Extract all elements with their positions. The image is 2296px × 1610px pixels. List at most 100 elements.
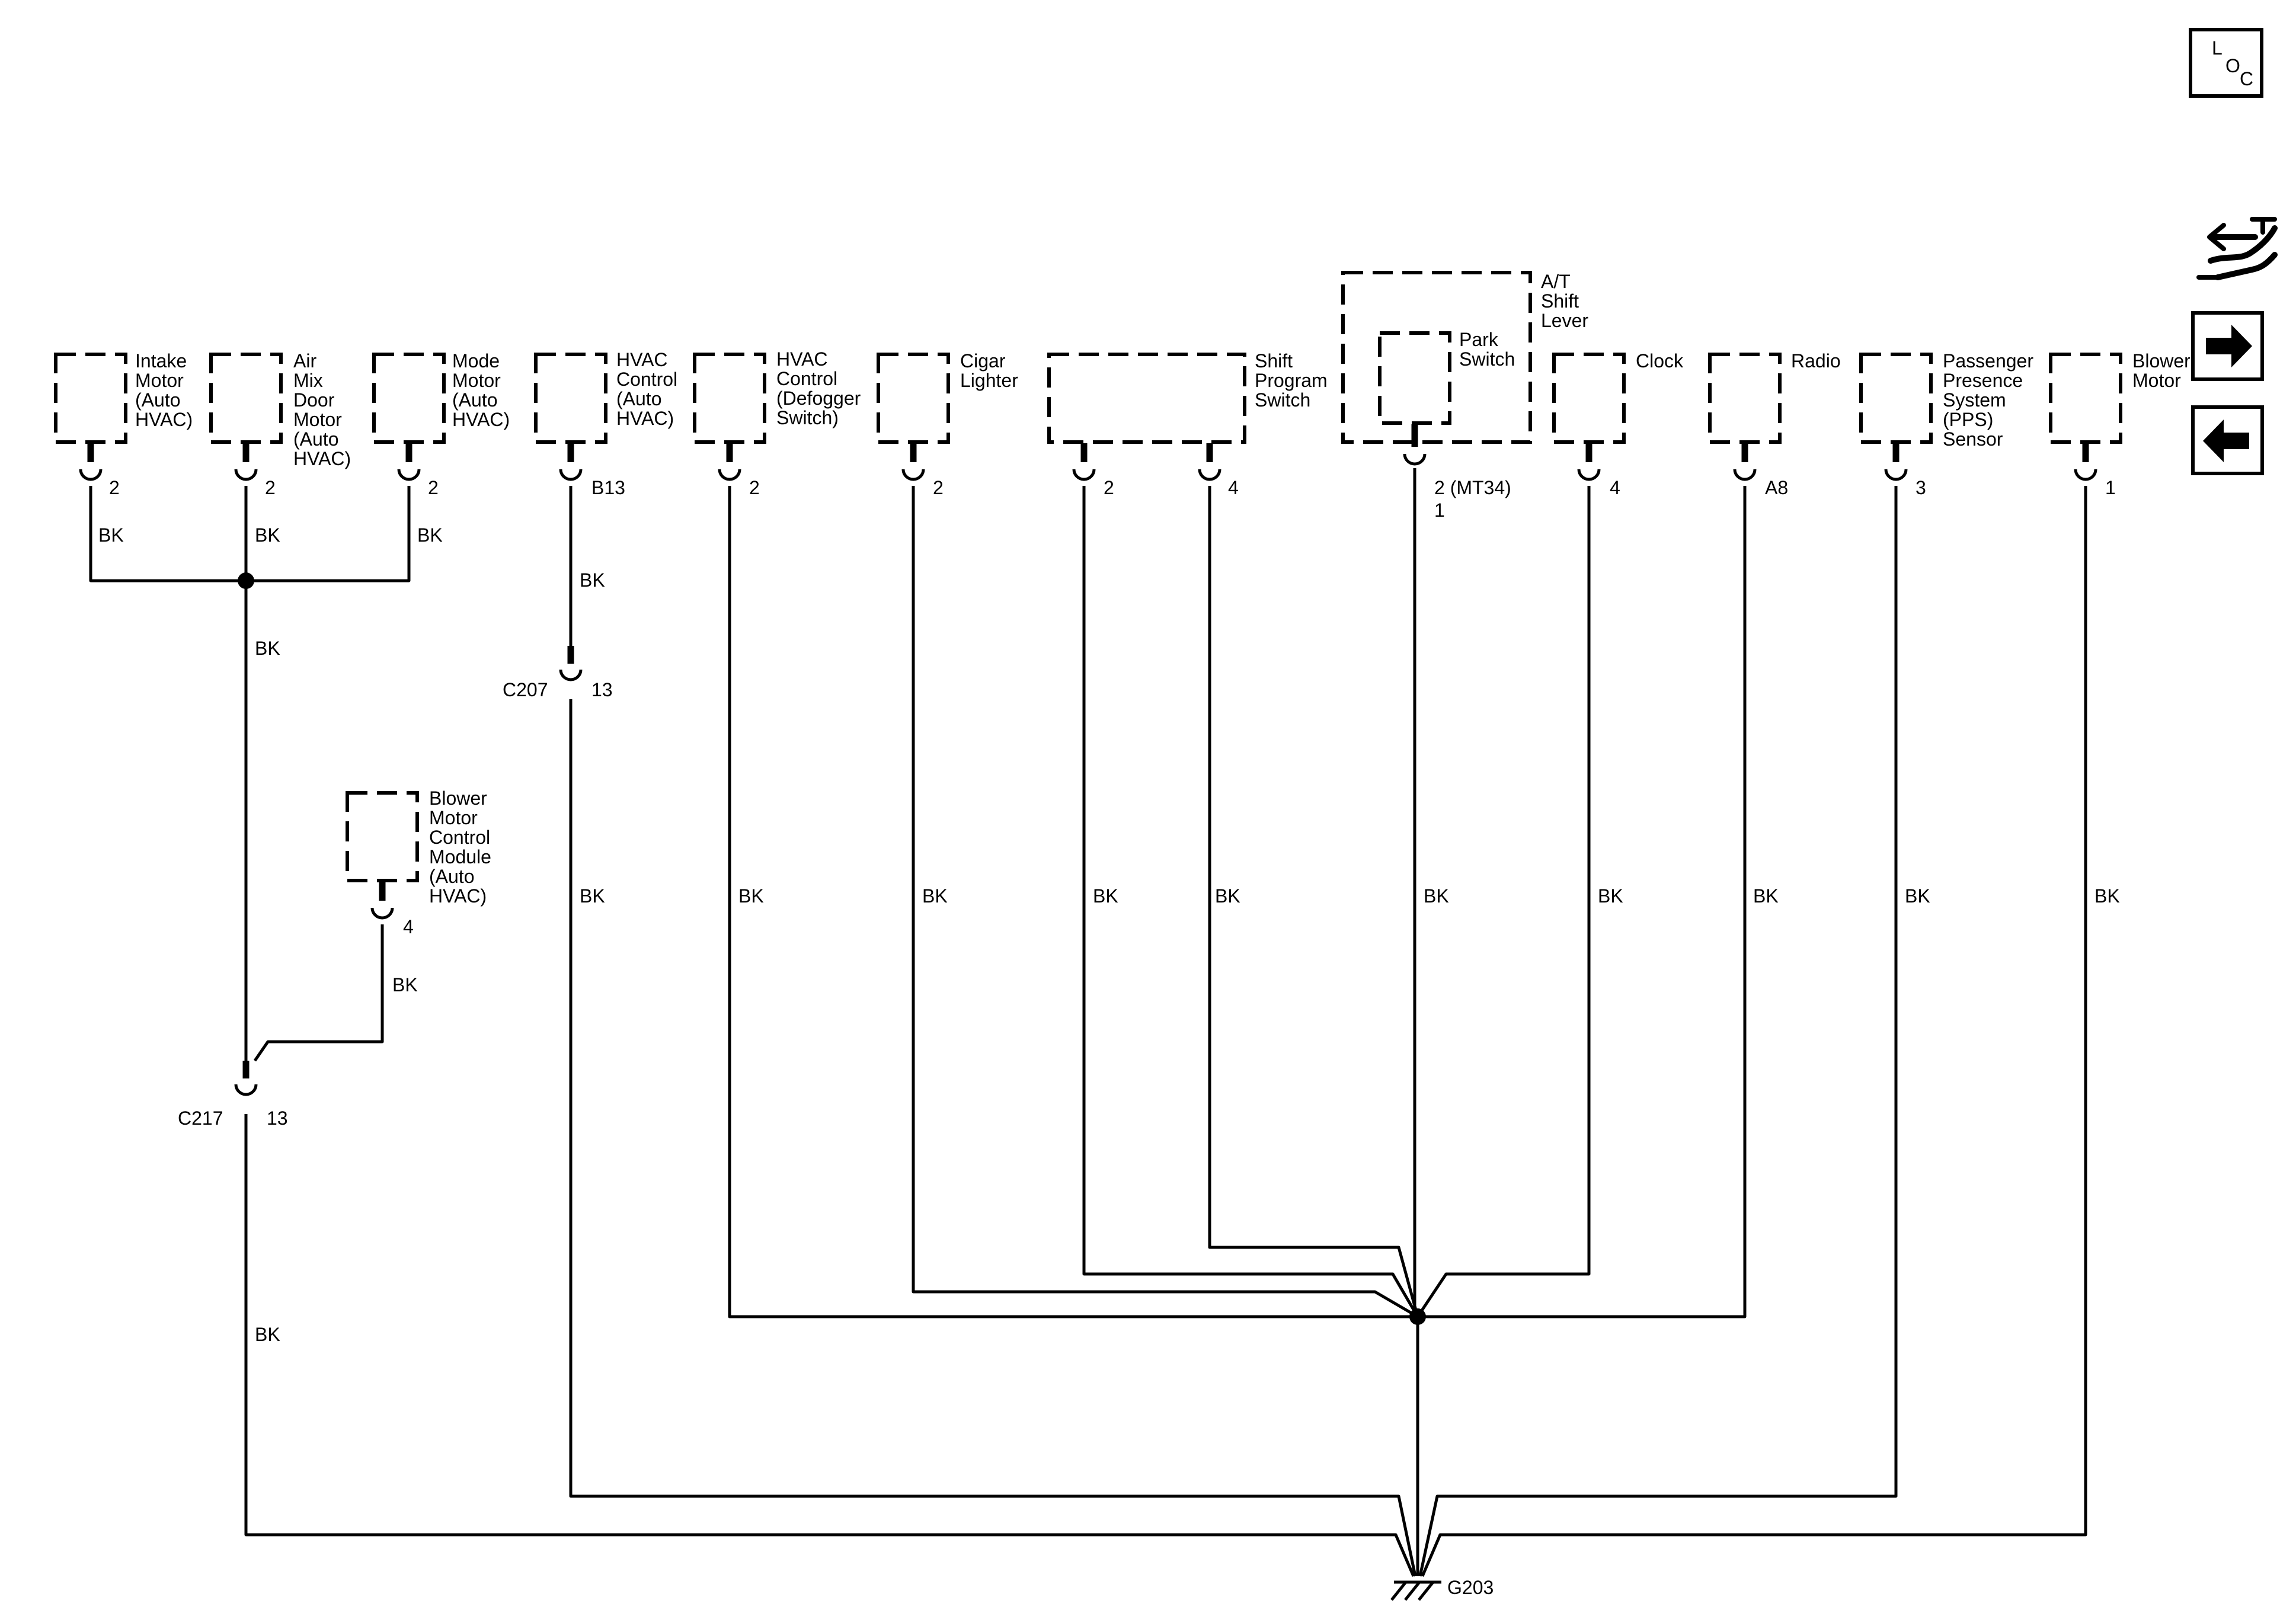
- pin-terminal-air-mix-door-motor: [234, 443, 258, 481]
- pin-label-pps-sensor: 3: [1916, 477, 1926, 498]
- connector-c207-pin: 13: [591, 679, 613, 700]
- wire-color-label: BK: [580, 569, 605, 591]
- pin-terminal-shift-program-a: [1072, 443, 1096, 481]
- wire-color-label: BK: [922, 885, 948, 907]
- wire-color-label: BK: [738, 885, 764, 907]
- ground-g203[interactable]: G203: [1390, 1577, 1494, 1601]
- intake-motor-box: [54, 353, 127, 444]
- pin-terminal-radio: [1733, 443, 1757, 481]
- park-switch-box: [1378, 331, 1451, 425]
- hvac-control-defogger-box: [693, 353, 766, 444]
- wire-color-label: BK: [1905, 885, 1930, 907]
- ground-g203-label: G203: [1447, 1577, 1494, 1598]
- wire-blower-module-to-c217: [253, 924, 384, 1062]
- wire-color-labels: BK BK BK BK BK BK BK BK BK BK BK BK BK B…: [98, 524, 2120, 1345]
- pin-label-park-switch-1: 2 (MT34): [1434, 477, 1511, 498]
- pin-terminal-mode-motor: [397, 443, 421, 481]
- loc-letter-c: C: [2240, 68, 2253, 89]
- wire-color-label: BK: [255, 1324, 280, 1345]
- wire-hvac-defogger: [728, 486, 1418, 1318]
- wire-color-label: BK: [1215, 885, 1240, 907]
- connector-c217-name: C217: [178, 1108, 223, 1129]
- pin-terminal-pps-sensor: [1884, 443, 1908, 481]
- at-shift-lever-box: [1341, 271, 1532, 444]
- wire-color-label: BK: [255, 524, 280, 546]
- pin-label-blower-motor-control-module: 4: [403, 916, 414, 937]
- wire-color-label: BK: [1093, 885, 1118, 907]
- previous-page-button[interactable]: [2191, 405, 2264, 475]
- wire-color-label: BK: [1424, 885, 1449, 907]
- wire-shift-program-pin2: [1082, 486, 1419, 1318]
- wire-c207-to-g203: [569, 699, 1417, 1577]
- wire-color-label: BK: [580, 885, 605, 907]
- pin-terminals: [79, 424, 2097, 920]
- pin-label-clock: 4: [1610, 477, 1620, 498]
- clock-box: [1552, 353, 1626, 444]
- loc-letter-o: O: [2225, 55, 2240, 76]
- wire-blower-motor: [1421, 486, 2087, 1577]
- wire-pps-sensor: [1418, 486, 1898, 1577]
- wire-color-label: BK: [1598, 885, 1623, 907]
- wire-color-label: BK: [98, 524, 124, 546]
- connector-c217[interactable]: C217 13: [178, 1061, 288, 1129]
- loc-button[interactable]: L O C: [2189, 28, 2263, 98]
- pin-terminal-park-switch: [1403, 424, 1427, 466]
- component-boxes: [54, 271, 2122, 882]
- pin-labels: 2 2 2 B13 2 2 2 4 2 (MT34) 1 4 A8 3 1 4: [109, 477, 2116, 937]
- air-mix-door-motor-box: [209, 353, 283, 444]
- blower-motor-control-module-box: [346, 791, 419, 882]
- wire-c217-to-g203: [244, 1114, 1415, 1577]
- cigar-lighter-box: [877, 353, 950, 444]
- pin-terminal-hvac-control-auto: [559, 443, 583, 481]
- connector-view-icon: [2196, 217, 2278, 280]
- loc-letter-l: L: [2212, 37, 2223, 59]
- connector-c207-name: C207: [503, 679, 548, 700]
- pin-terminal-hvac-control-defogger: [718, 443, 741, 481]
- pin-label-mode-motor: 2: [428, 477, 439, 498]
- connector-view-button[interactable]: [2196, 217, 2278, 280]
- wire-color-label: BK: [255, 638, 280, 659]
- pin-label-hvac-control-auto: B13: [591, 477, 625, 498]
- mode-motor-box: [372, 353, 446, 444]
- pin-terminal-blower-motor: [2074, 443, 2097, 481]
- pin-terminal-cigar-lighter: [901, 443, 925, 481]
- wire-radio: [1418, 486, 1747, 1318]
- pin-label-radio: A8: [1765, 477, 1788, 498]
- pin-label-air-mix-door-motor: 2: [265, 477, 276, 498]
- wire-mode-motor: [246, 486, 411, 582]
- pin-label-shift-program-a: 2: [1104, 477, 1114, 498]
- next-page-button[interactable]: [2191, 311, 2264, 381]
- pin-terminal-shift-program-b: [1198, 443, 1221, 481]
- connector-c207[interactable]: C207 13: [503, 646, 613, 700]
- shift-program-switch-box: [1047, 353, 1246, 444]
- radio-label: Radio: [1791, 350, 1841, 372]
- previous-page-arrow-icon: [2203, 420, 2249, 462]
- wire-clock: [1416, 486, 1591, 1318]
- wire-color-label: BK: [1753, 885, 1779, 907]
- blower-motor-box: [2049, 353, 2122, 444]
- pps-sensor-box: [1859, 353, 1933, 444]
- wire-color-label: BK: [2094, 885, 2120, 907]
- pin-terminal-clock: [1577, 443, 1601, 481]
- next-page-arrow-icon: [2206, 325, 2252, 367]
- hvac-control-auto-box: [534, 353, 607, 444]
- splice-interior-grounds: [1409, 1308, 1426, 1325]
- radio-box: [1708, 353, 1782, 444]
- connector-c217-pin: 13: [267, 1108, 288, 1129]
- wires: [89, 468, 2087, 1577]
- pin-terminal-intake-motor: [79, 443, 103, 481]
- pin-label-blower-motor: 1: [2105, 477, 2116, 498]
- splice-hvac-motors: [238, 572, 254, 589]
